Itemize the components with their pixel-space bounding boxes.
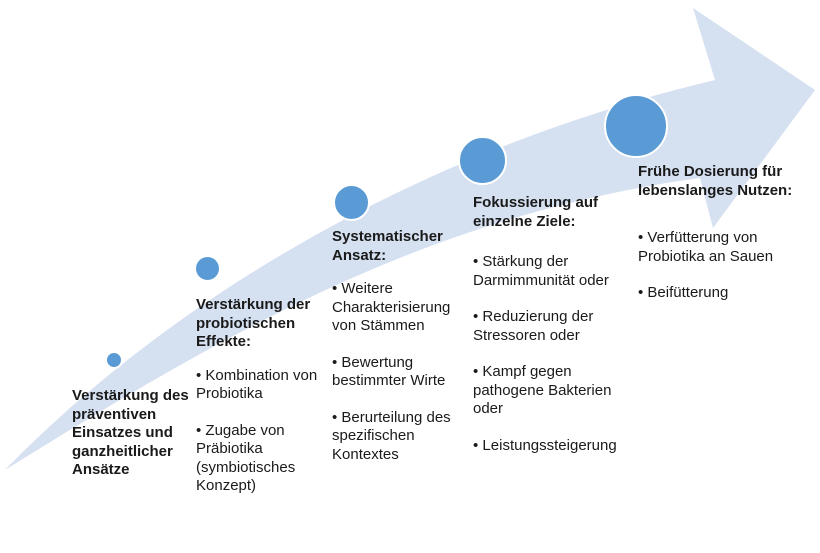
stage-1-dot <box>105 351 123 369</box>
stage-5-item: Beifütterung <box>638 284 813 303</box>
stage-5-item: Verfütterung von Probiotika an Sauen <box>638 229 813 266</box>
stage-2-title: Verstärkung der probiotischen Effekte: <box>196 296 311 350</box>
stage-2-item: Kombination von Probiotika <box>196 367 321 404</box>
stage-2-list: Kombination von Probiotika Zugabe von Pr… <box>196 367 321 496</box>
stage-3-list: Weitere Charakterisierung von Stämmen Be… <box>332 280 472 464</box>
stage-3-dot <box>333 184 370 221</box>
stage-2-dot <box>194 255 221 282</box>
stage-3-item: Berurteilung des spezifischen Kontextes <box>332 409 472 465</box>
stage-3: Systematischer Ansatz: Weitere Charakter… <box>332 228 472 482</box>
stage-4-item: Leistungssteigerung <box>473 437 633 456</box>
stage-5-dot <box>604 94 668 158</box>
stage-4-item: Kampf gegen pathogene Bakterien oder <box>473 363 633 419</box>
stage-4-list: Stärkung der Darmimmunität oder Reduzier… <box>473 253 633 455</box>
stage-4-item: Stärkung der Darmimmunität oder <box>473 253 633 290</box>
stage-5-list: Verfütterung von Probiotika an Sauen Bei… <box>638 229 813 303</box>
stage-5: Frühe Dosierung für lebenslanges Nutzen:… <box>638 163 813 321</box>
stage-3-title: Systematischer Ansatz: <box>332 228 443 264</box>
stage-1: Verstärkung des präventiven Einsatzes un… <box>72 387 197 495</box>
stage-5-title: Frühe Dosierung für lebenslanges Nutzen: <box>638 163 793 199</box>
stage-2-item: Zugabe von Präbiotika (symbiotisches Kon… <box>196 422 321 496</box>
stage-4-dot <box>458 136 507 185</box>
stage-4-title: Fokussierung auf einzelne Ziele: <box>473 194 599 230</box>
stage-3-item: Bewertung bestimmter Wirte <box>332 354 472 391</box>
stage-2: Verstärkung der probiotischen Effekte: K… <box>196 296 321 514</box>
stage-3-item: Weitere Charakterisierung von Stämmen <box>332 280 472 336</box>
stage-1-title: Verstärkung des präventiven Einsatzes un… <box>72 387 189 478</box>
stage-4-item: Reduzierung der Stressoren oder <box>473 308 633 345</box>
stage-4: Fokussierung auf einzelne Ziele: Stärkun… <box>473 194 633 473</box>
